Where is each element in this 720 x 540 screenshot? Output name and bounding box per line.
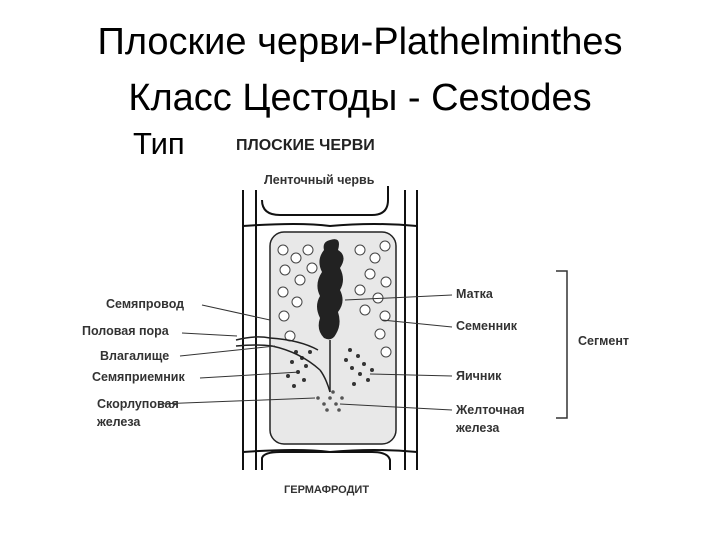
label-uterus: Матка — [456, 287, 493, 302]
label-shell-gland-1: Скорлуповая — [97, 397, 179, 412]
label-genital-pore: Половая пора — [82, 324, 169, 339]
label-shell-gland-2: железа — [97, 415, 140, 430]
label-vitelline-gland-1: Желточная — [456, 403, 525, 418]
label-vagina: Влагалище — [100, 349, 169, 364]
label-testis: Семенник — [456, 319, 517, 334]
diagram-subheading: Ленточный червь — [264, 173, 374, 188]
label-seminal-receptacle: Семяприемник — [92, 370, 185, 385]
label-vitelline-gland-2: железа — [456, 421, 499, 436]
diagram-heading: ПЛОСКИЕ ЧЕРВИ — [236, 138, 375, 153]
label-segment: Сегмент — [578, 334, 629, 349]
label-ovary: Яичник — [456, 369, 501, 384]
label-vas-deferens: Семяпровод — [106, 297, 184, 312]
segment-bracket — [556, 271, 567, 418]
diagram-caption: ГЕРМАФРОДИТ — [284, 483, 369, 498]
